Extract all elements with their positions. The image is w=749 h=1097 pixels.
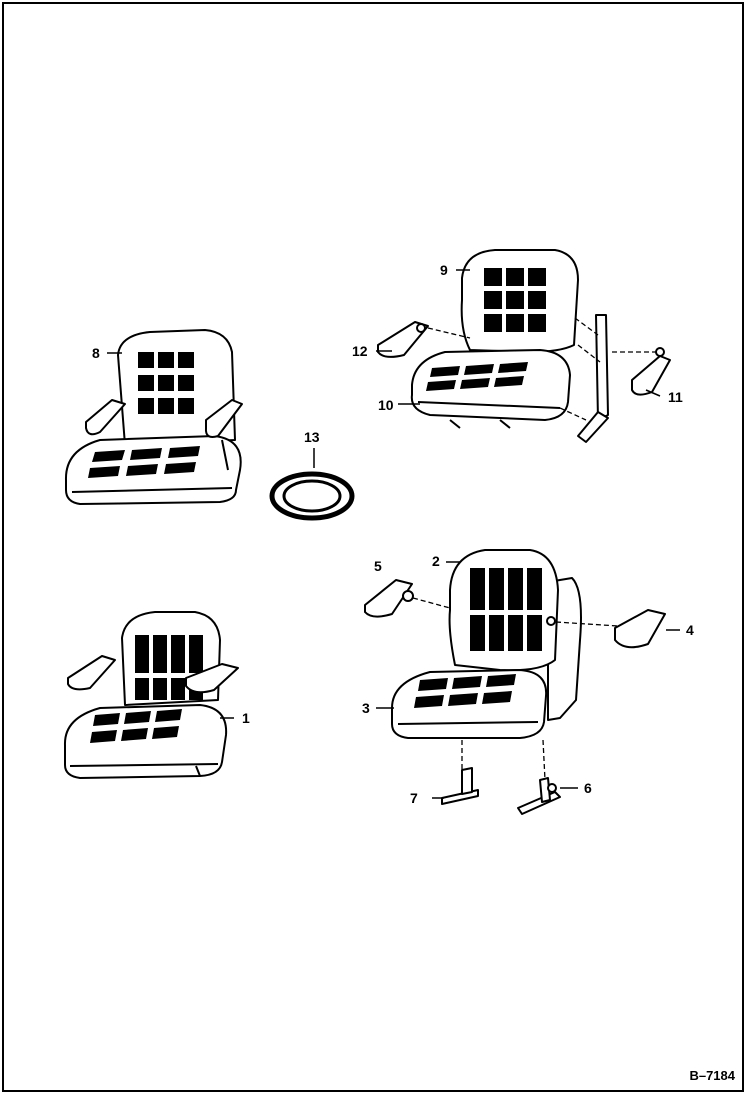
callout-7: 7 <box>410 790 418 806</box>
callout-10: 10 <box>378 397 394 413</box>
callout-1: 1 <box>242 710 250 726</box>
seat-assembly-8 <box>64 329 243 505</box>
callout-13: 13 <box>304 429 320 445</box>
callout-4: 4 <box>686 622 694 638</box>
callout-9: 9 <box>440 262 448 278</box>
callout-2: 2 <box>432 553 440 569</box>
callout-3: 3 <box>362 700 370 716</box>
callout-11: 11 <box>668 389 683 405</box>
callout-8: 8 <box>92 345 100 361</box>
callout-12: 12 <box>352 343 368 359</box>
seat-assembly-1 <box>63 611 239 779</box>
seat-assembly-9-10 <box>377 249 671 443</box>
callout-6: 6 <box>584 780 592 796</box>
callout-5: 5 <box>374 558 382 574</box>
seat-assembly-2-3 <box>364 549 666 815</box>
leader-lines <box>107 269 680 799</box>
figure-code: B–7184 <box>689 1068 735 1083</box>
seat-belt-coil-13 <box>269 448 355 521</box>
callout-labels: 8 9 12 10 11 13 2 5 4 3 1 7 6 <box>92 262 694 806</box>
